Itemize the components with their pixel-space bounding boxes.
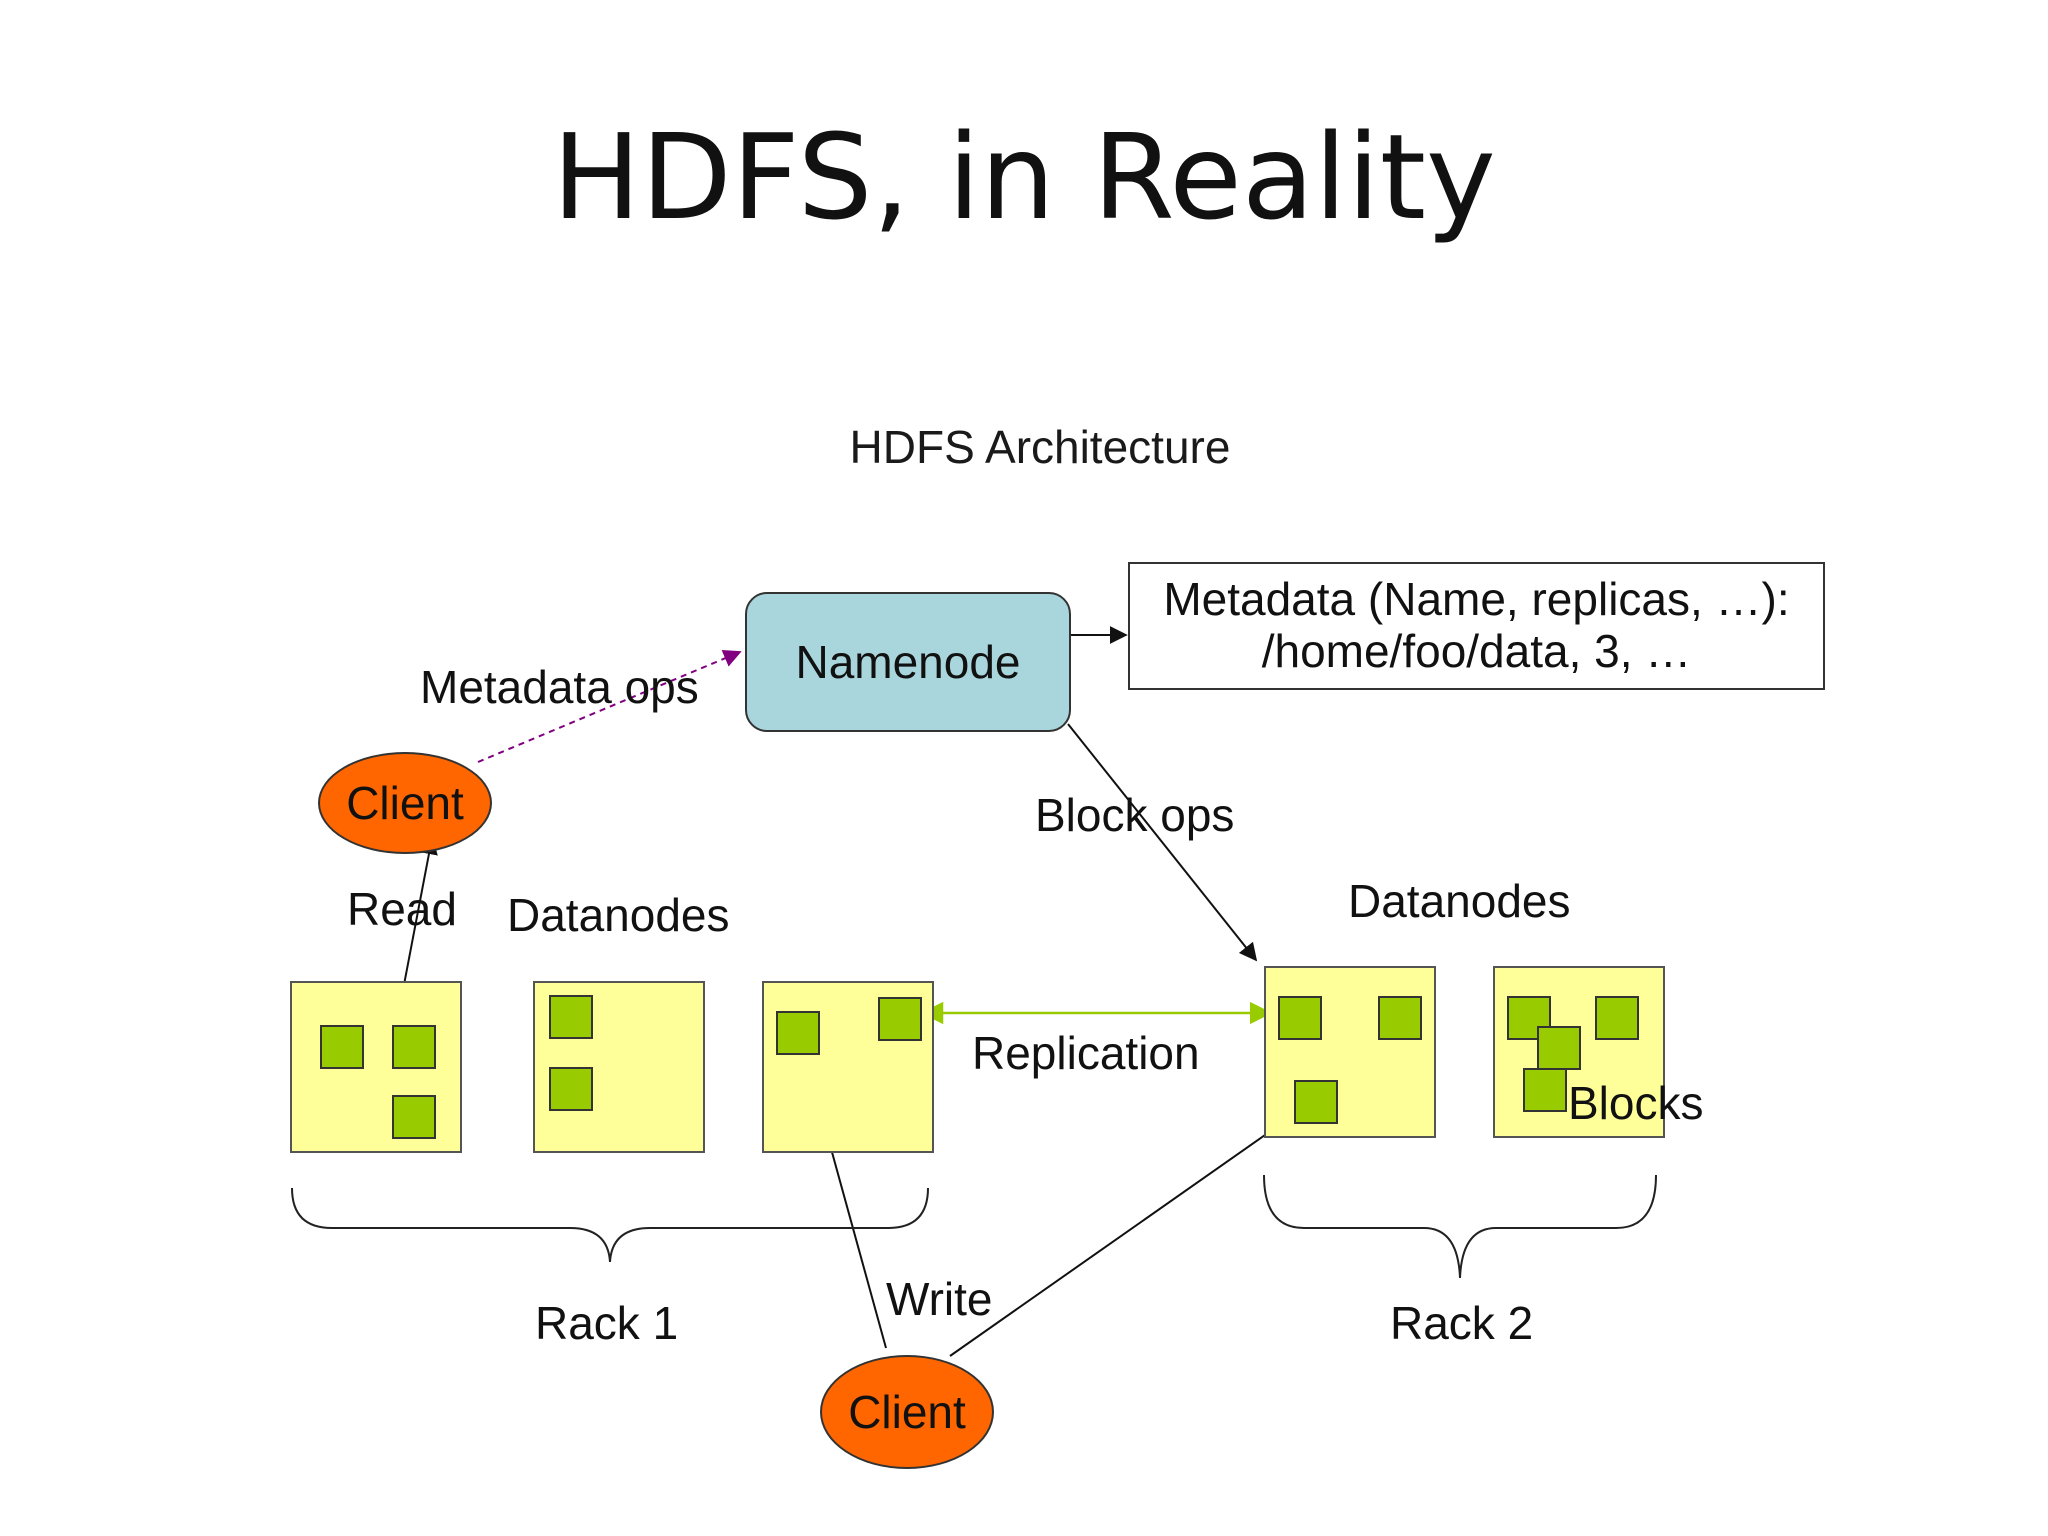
blocks-label: Blocks xyxy=(1568,1077,1704,1129)
rack1-datanode-3 xyxy=(762,981,934,1153)
rack1-brace xyxy=(291,1187,929,1263)
diagram-title: HDFS Architecture xyxy=(849,421,1231,473)
write-label: Write xyxy=(886,1273,993,1325)
block xyxy=(1595,996,1639,1040)
metadata-ops-label: Metadata ops xyxy=(420,661,699,713)
rack2-datanode-2 xyxy=(1493,966,1665,1138)
block xyxy=(320,1025,364,1069)
read-arrow xyxy=(402,836,438,991)
rack1-datanode-1 xyxy=(290,981,462,1153)
block-ops-label: Block ops xyxy=(1035,789,1235,841)
block-ops-arrow xyxy=(1067,723,1258,962)
namenode-label: Namenode xyxy=(795,636,1021,688)
client-top-label: Client xyxy=(346,777,464,829)
rack1-label: Rack 1 xyxy=(535,1297,679,1349)
metadata-box: Metadata (Name, replicas, …): /home/foo/… xyxy=(1128,562,1825,690)
metadata-ops-arrow xyxy=(477,649,742,763)
metadata-line-1: Metadata (Name, replicas, …): xyxy=(1163,573,1790,625)
rack2-brace xyxy=(1263,1174,1657,1279)
client-bottom: Client xyxy=(820,1355,994,1469)
rack2-datanode-1 xyxy=(1264,966,1436,1138)
block xyxy=(1537,1026,1581,1070)
replication-label: Replication xyxy=(972,1027,1200,1079)
read-label: Read xyxy=(347,883,457,935)
block xyxy=(1294,1080,1338,1124)
block xyxy=(1523,1068,1567,1112)
block xyxy=(392,1095,436,1139)
namenode-box: Namenode xyxy=(745,592,1071,732)
rack2-label: Rack 2 xyxy=(1390,1297,1534,1349)
datanodes-right-label: Datanodes xyxy=(1348,875,1571,927)
block xyxy=(549,995,593,1039)
rack1-datanode-2 xyxy=(533,981,705,1153)
block xyxy=(878,997,922,1041)
metadata-line-2: /home/foo/data, 3, … xyxy=(1261,624,1692,677)
slide-title: HDFS, in Reality xyxy=(552,108,1496,246)
datanodes-left-label: Datanodes xyxy=(507,889,730,941)
block xyxy=(549,1067,593,1111)
client-top: Client xyxy=(318,752,492,854)
client-bottom-label: Client xyxy=(848,1386,966,1438)
block xyxy=(392,1025,436,1069)
block xyxy=(1378,996,1422,1040)
write-arrow-rack2 xyxy=(949,1119,1287,1357)
block xyxy=(776,1011,820,1055)
block xyxy=(1278,996,1322,1040)
